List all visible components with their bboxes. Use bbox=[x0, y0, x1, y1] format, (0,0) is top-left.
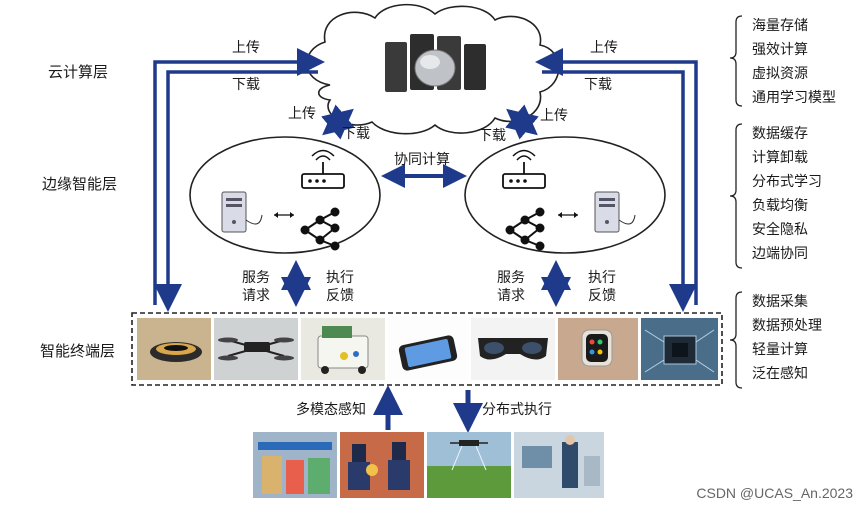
terminal-feature-list: 数据采集 数据预处理 轻量计算 泛在感知 bbox=[752, 290, 822, 386]
left-long-links bbox=[153, 48, 325, 312]
terminal-feature: 泛在感知 bbox=[752, 366, 808, 382]
upload-label-left: 上传 bbox=[232, 40, 260, 56]
router-icon-left bbox=[301, 149, 345, 189]
cloud-feature-list: 海量存储 强效计算 虚拟资源 通用学习模型 bbox=[752, 14, 836, 110]
app-image-agri-drone bbox=[427, 432, 511, 498]
distributed-exec-label: 分布式执行 bbox=[482, 402, 552, 418]
edge-feature-list: 数据缓存 计算卸载 分布式学习 负载均衡 安全隐私 边端协同 bbox=[752, 122, 822, 266]
edge-feature: 安全隐私 bbox=[752, 222, 808, 238]
terminal-layer-label: 智能终端层 bbox=[40, 342, 116, 360]
terminal-feature: 数据采集 bbox=[752, 294, 808, 310]
upload-label-edge-right: 上传 bbox=[540, 108, 568, 124]
device-agv-robot bbox=[301, 318, 385, 380]
device-smart-glasses bbox=[471, 318, 555, 380]
router-icon-right bbox=[502, 149, 546, 189]
service-label-right-1: 服务 bbox=[497, 270, 525, 286]
right-long-links bbox=[535, 48, 698, 312]
download-label-edge-right: 下载 bbox=[478, 128, 506, 144]
neural-net-icon-left bbox=[300, 207, 340, 251]
device-smartwatch bbox=[558, 318, 638, 380]
edge-node-right bbox=[464, 136, 666, 254]
download-label-right: 下载 bbox=[584, 77, 612, 93]
service-label-right-2: 请求 bbox=[497, 288, 525, 304]
edge-feature: 边端协同 bbox=[752, 246, 808, 262]
app-image-retail bbox=[253, 432, 337, 498]
app-image-factory bbox=[514, 432, 604, 498]
edge-node-left bbox=[189, 136, 381, 254]
cloud-feature: 海量存储 bbox=[752, 18, 808, 34]
edge-layer-label: 边缘智能层 bbox=[42, 175, 118, 193]
cloud-feature: 强效计算 bbox=[752, 42, 808, 58]
device-robot-vacuum bbox=[137, 318, 211, 380]
download-label-edge-left: 下载 bbox=[342, 126, 370, 142]
service-label-left-1: 服务 bbox=[242, 270, 270, 286]
device-chip bbox=[641, 318, 718, 380]
terminal-feature: 轻量计算 bbox=[752, 342, 808, 358]
cloud-edge-arrow-left bbox=[321, 104, 355, 140]
edge-feature: 数据缓存 bbox=[752, 126, 808, 142]
upload-label-edge-left: 上传 bbox=[288, 106, 316, 122]
cloud-layer-label: 云计算层 bbox=[48, 63, 109, 81]
watermark-text: CSDN @UCAS_An.2023 bbox=[696, 485, 853, 501]
local-link-left bbox=[274, 212, 294, 218]
feedback-label-left-2: 反馈 bbox=[326, 288, 354, 304]
local-link-right bbox=[558, 212, 578, 218]
service-label-left-2: 请求 bbox=[242, 288, 270, 304]
feedback-label-right-1: 执行 bbox=[588, 270, 616, 286]
edge-server-icon-left bbox=[221, 191, 263, 233]
edge-server-icon-right bbox=[594, 191, 636, 233]
edge-feature: 分布式学习 bbox=[752, 174, 822, 190]
download-label-left: 下载 bbox=[232, 77, 260, 93]
edge-feature: 计算卸载 bbox=[752, 150, 808, 166]
device-smartphone bbox=[388, 318, 468, 380]
terminal-feature: 数据预处理 bbox=[752, 318, 822, 334]
edge-feature: 负载均衡 bbox=[752, 198, 808, 214]
upload-label-right: 上传 bbox=[590, 40, 618, 56]
multimodal-label: 多模态感知 bbox=[296, 402, 366, 418]
app-image-robots bbox=[340, 432, 424, 498]
feedback-label-left-1: 执行 bbox=[326, 270, 354, 286]
cloud-servers-icon bbox=[385, 34, 486, 92]
collab-label: 协同计算 bbox=[394, 152, 450, 168]
cloud-feature: 虚拟资源 bbox=[752, 66, 808, 82]
feedback-label-right-2: 反馈 bbox=[588, 288, 616, 304]
device-drone bbox=[214, 318, 298, 380]
cloud-edge-arrow-right bbox=[505, 104, 539, 140]
neural-net-icon-right bbox=[505, 207, 545, 251]
cloud-feature: 通用学习模型 bbox=[752, 90, 836, 106]
